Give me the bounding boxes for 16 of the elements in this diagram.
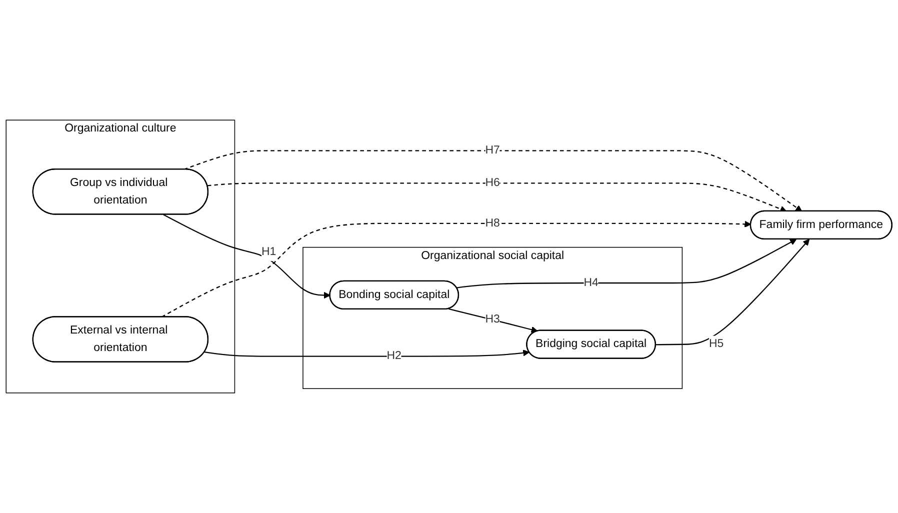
edge-label: H2: [386, 349, 402, 362]
arrow: [163, 214, 330, 299]
edge-label: H7: [485, 144, 500, 157]
arrow: [204, 350, 530, 357]
arrow: [184, 150, 802, 212]
arrow: [456, 238, 797, 288]
edge-label: H5: [708, 337, 724, 350]
arrow: [448, 308, 538, 333]
arrow: [656, 238, 810, 346]
arrow: [161, 220, 752, 318]
edge-label: H1: [262, 245, 276, 258]
edge-label: H3: [485, 312, 500, 326]
arrow: [207, 182, 787, 212]
edge-label: H4: [584, 276, 598, 289]
edge-label: H6: [485, 176, 500, 190]
edge-label: H8: [485, 216, 500, 230]
